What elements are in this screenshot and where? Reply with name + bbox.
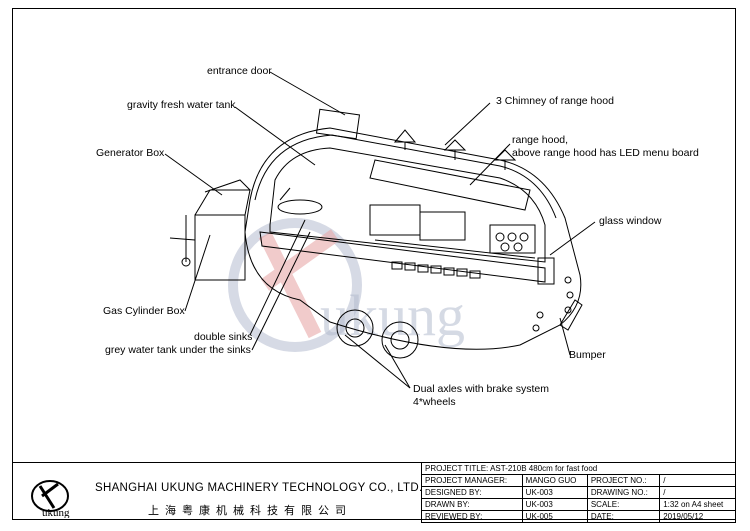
glass-window (537, 257, 555, 285)
callout-gravity-water-tank: gravity fresh water tank (127, 99, 236, 111)
chimney-1 (393, 129, 417, 143)
callout-gas-cylinder-box: Gas Cylinder Box (103, 305, 185, 317)
reviewed-by-label: REVIEWED BY: (421, 510, 523, 523)
project-title-cell: PROJECT TITLE: AST-210B 480cm for fast f… (421, 462, 736, 475)
griddle (369, 204, 421, 236)
company-name-en: SHANGHAI UKUNG MACHINERY TECHNOLOGY CO.,… (95, 482, 423, 494)
designed-by-value: UK-003 (521, 486, 588, 499)
callout-entrance-door: entrance door (207, 65, 272, 77)
callout-range-hood-led: above range hood has LED menu board (512, 147, 699, 159)
trailer-hitch (169, 215, 196, 262)
generator-box (194, 189, 251, 281)
callout-wheels: 4*wheels (413, 396, 456, 408)
scale-value: 1:32 on A4 sheet (659, 498, 736, 511)
burners (489, 224, 536, 254)
callout-chimney: 3 Chimney of range hood (496, 95, 614, 107)
drawing-no-label: DRAWING NO.: (586, 486, 661, 499)
title-block (12, 462, 736, 520)
title-info-table: PROJECT TITLE: AST-210B 480cm for fast f… (421, 462, 736, 523)
chimney-2 (443, 139, 467, 151)
drawing-border (12, 8, 736, 520)
watermark: ukung (225, 215, 525, 370)
entrance-door (315, 108, 361, 140)
control-knobs (391, 261, 481, 279)
trailer-body (244, 127, 582, 350)
project-no-label: PROJECT NO.: (586, 474, 661, 487)
wheels (336, 309, 419, 359)
project-title-value: AST-210B 480cm for fast food (490, 464, 598, 473)
company-logo: ukung (28, 478, 76, 519)
reviewed-by-value: UK-005 (521, 510, 588, 523)
date-label: DATE: (586, 510, 661, 523)
designed-by-label: DESIGNED BY: (421, 486, 523, 499)
callout-range-hood: range hood, (512, 134, 569, 146)
callout-bumper: Bumper (569, 349, 606, 361)
project-no-value: / (659, 474, 736, 487)
project-manager-value: MANGO GUO (521, 474, 588, 487)
range-hood (369, 159, 531, 211)
callout-dual-axles: Dual axles with brake system (413, 383, 549, 395)
project-title-label: PROJECT TITLE: (425, 464, 489, 473)
drawn-by-value: UK-003 (521, 498, 588, 511)
serving-opening (269, 147, 546, 263)
company-name-cn: 上海粤康机械科技有限公司 (148, 505, 352, 517)
callout-glass-window: glass window (599, 215, 662, 227)
drawing-no-value: / (659, 486, 736, 499)
bumper (559, 299, 583, 331)
scale-label: SCALE: (586, 498, 661, 511)
sink (277, 199, 323, 215)
project-manager-label: PROJECT MANAGER: (421, 474, 523, 487)
counter (259, 231, 546, 283)
watermark-text: ukung (320, 283, 465, 348)
callout-double-sinks: double sinks (194, 331, 253, 343)
callout-grey-water-tank: grey water tank under the sinks (105, 344, 251, 356)
callout-generator-box: Generator Box (96, 147, 165, 159)
date-value: 2019/05/12 (659, 510, 736, 523)
drawn-by-label: DRAWN BY: (421, 498, 523, 511)
logo-text: ukung (42, 507, 70, 518)
gas-cylinder-box (204, 179, 251, 193)
